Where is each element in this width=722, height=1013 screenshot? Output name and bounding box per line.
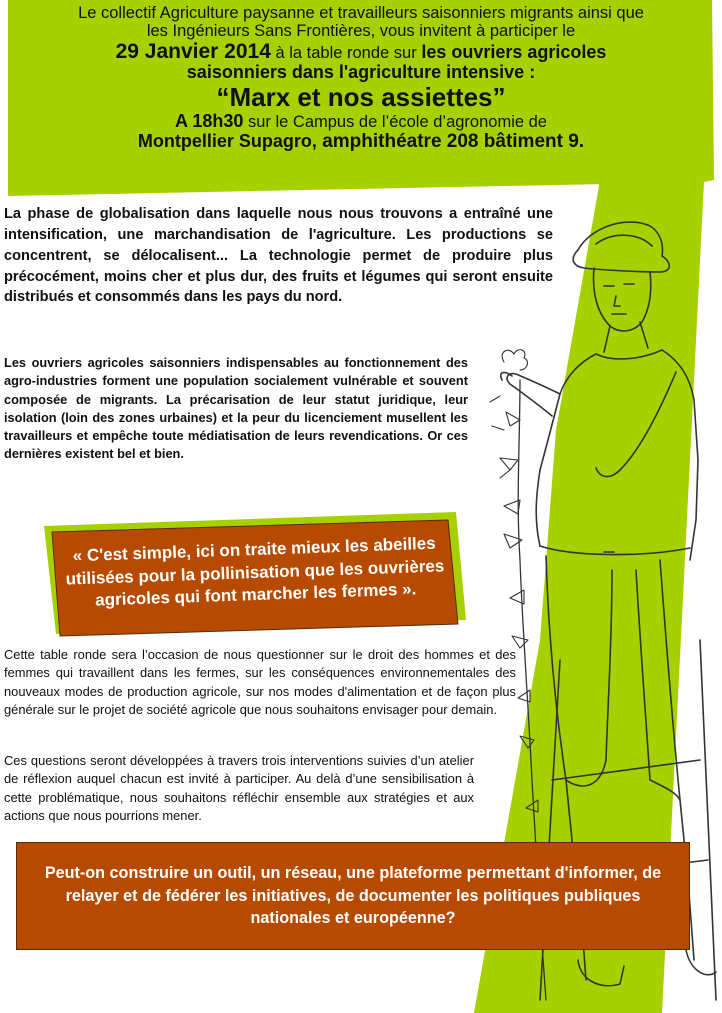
header: Le collectif Agriculture paysanne et tra…	[8, 4, 714, 152]
question-box: Peut-on construire un outil, un réseau, …	[16, 842, 690, 950]
event-title: “Marx et nos assiettes”	[216, 82, 506, 113]
quote-rust-box	[51, 519, 459, 637]
header-green-band	[8, 0, 714, 196]
event-time-line: A 18h30 sur le Campus de l’école d’agron…	[8, 110, 714, 132]
event-topic-b: saisonniers dans l'agriculture intensive…	[186, 62, 536, 83]
venue-b: amphithéatre 208 bâtiment 9.	[316, 130, 585, 152]
venue-a: Montpellier Supagro,	[137, 130, 317, 151]
workshop-paragraph: Ces questions seront développées à trave…	[4, 753, 474, 824]
event-location: sur le Campus de l’école d’agronomie de	[243, 112, 547, 131]
event-venue-line: Montpellier Supagro, amphithéatre 208 bâ…	[8, 130, 714, 153]
quote-box: « C'est simple, ici on traite mieux les …	[52, 515, 458, 631]
intro-line-1: Le collectif Agriculture paysanne et tra…	[78, 4, 644, 22]
event-topic-a: les ouvriers agricoles	[421, 42, 607, 63]
event-date-line: 29 Janvier 2014 à la table ronde sur les…	[8, 40, 714, 63]
event-date: 29 Janvier 2014	[115, 40, 271, 64]
question-text: Peut-on construire un outil, un réseau, …	[44, 864, 662, 928]
intro-line-2: les Ingénieurs Sans Frontières, vous inv…	[146, 22, 576, 41]
workers-paragraph: Les ouvriers agricoles saisonniers indis…	[4, 355, 468, 462]
quote-text: « C'est simple, ici on traite mieux les …	[65, 533, 445, 611]
event-time: A 18h30	[175, 110, 244, 131]
event-date-follow: à la table ronde sur	[270, 44, 422, 63]
roundtable-paragraph: Cette table ronde sera l’occasion de nou…	[4, 647, 516, 718]
intro-paragraph: La phase de globalisation dans laquelle …	[4, 206, 553, 306]
